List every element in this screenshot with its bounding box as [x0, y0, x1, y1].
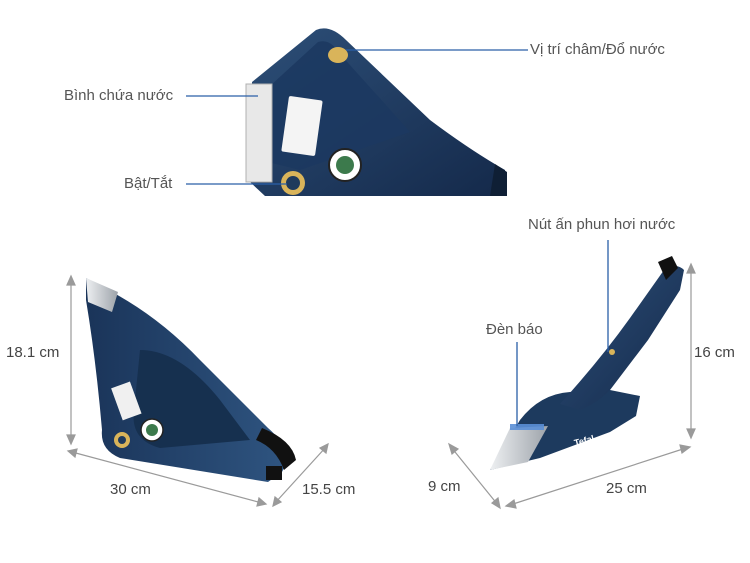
barcode-sticker — [111, 381, 142, 421]
iron-rear-view — [245, 28, 507, 197]
steam-button-label: Nút ấn phun hơi nước — [528, 216, 676, 233]
iron-side-view-left — [86, 278, 296, 482]
depth-right-label: 9 cm — [428, 478, 461, 495]
depth-left-label: 15.5 cm — [302, 481, 356, 498]
dimension-lines-left — [66, 274, 329, 508]
indicator-light-label: Đèn báo — [486, 321, 543, 338]
steam-button — [609, 349, 615, 355]
height-right-label: 16 cm — [694, 344, 735, 361]
brand-name: Tefal — [573, 433, 595, 448]
fill-port-label: Vị trí châm/Đổ nước — [530, 41, 665, 58]
iron-side-view-right: Tefal Ocsi Power — [490, 256, 684, 470]
rating-sticker — [245, 83, 273, 183]
length-left-label: 30 cm — [110, 481, 151, 498]
dimension-lines-right — [448, 262, 696, 510]
label-sticker — [281, 96, 323, 156]
power-switch-label: Bật/Tắt — [124, 175, 173, 192]
height-left-label: 18.1 cm — [6, 344, 60, 361]
water-tank-label: Bình chứa nước — [64, 87, 174, 104]
indicator-light — [510, 424, 544, 430]
fill-port — [328, 47, 348, 63]
length-right-label: 25 cm — [606, 480, 647, 497]
